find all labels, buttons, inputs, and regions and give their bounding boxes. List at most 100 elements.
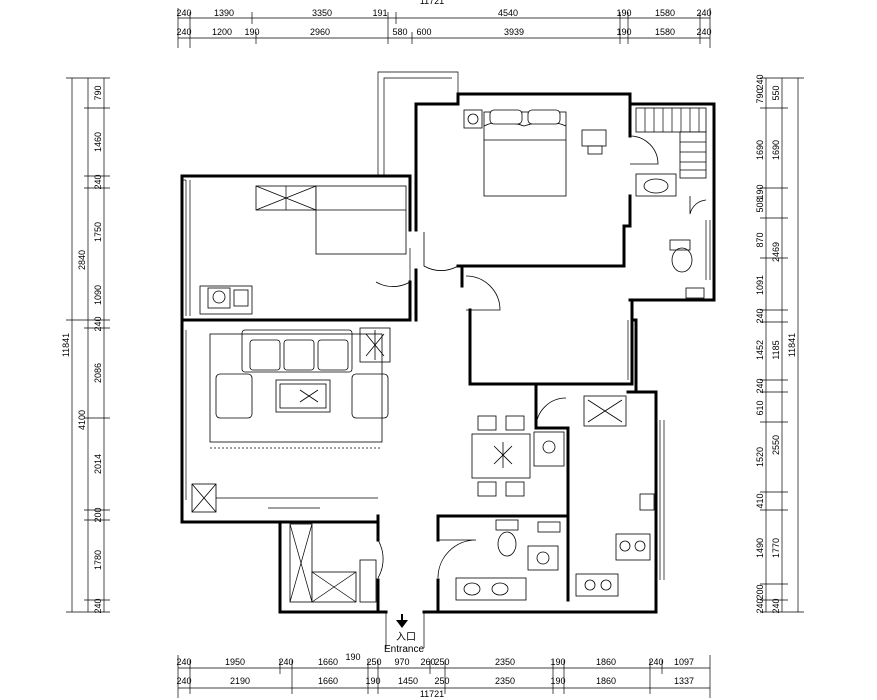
svg-text:2550: 2550 [771,435,781,455]
left-dimension-lines: 11841 2840 4100 790 1460 240 1750 1090 2… [61,77,110,614]
svg-text:190: 190 [616,27,631,37]
svg-text:11841: 11841 [61,333,71,357]
living-room-furniture [191,327,391,513]
entrance-label-cn: 入口 [396,632,416,643]
svg-text:240: 240 [176,657,191,667]
svg-text:1660: 1660 [318,657,338,667]
svg-text:240: 240 [755,308,765,323]
svg-text:1450: 1450 [398,676,418,686]
svg-text:1091: 1091 [755,275,765,295]
svg-text:1097: 1097 [674,657,694,667]
svg-text:240: 240 [93,598,103,613]
svg-text:1770: 1770 [771,538,781,558]
kitchen-fixtures [575,395,655,597]
windows [181,180,711,580]
svg-text:2014: 2014 [93,454,103,474]
svg-text:790: 790 [93,85,103,100]
svg-text:508: 508 [755,197,765,212]
svg-text:610: 610 [755,400,765,415]
svg-text:970: 970 [394,657,409,667]
svg-text:1860: 1860 [596,676,616,686]
svg-text:240: 240 [696,8,711,18]
svg-text:1860: 1860 [596,657,616,667]
svg-text:200: 200 [93,507,103,522]
bottom-total-dim: 11721 [420,689,444,699]
svg-text:240: 240 [771,598,781,613]
svg-text:2469: 2469 [771,242,781,262]
svg-text:4100: 4100 [77,410,87,430]
top-total-dim: 11721 [420,0,444,6]
svg-text:1660: 1660 [318,676,338,686]
left-bedroom-furniture [199,185,407,315]
svg-text:1580: 1580 [655,8,675,18]
svg-text:240: 240 [755,378,765,393]
svg-text:240: 240 [176,8,191,18]
svg-text:190: 190 [550,676,565,686]
svg-text:190: 190 [345,652,360,662]
svg-text:1337: 1337 [674,676,694,686]
svg-text:1520: 1520 [755,447,765,467]
svg-text:250: 250 [434,657,449,667]
svg-text:1950: 1950 [225,657,245,667]
svg-text:240: 240 [93,316,103,331]
svg-text:1690: 1690 [755,140,765,160]
svg-text:2350: 2350 [495,657,515,667]
svg-text:1750: 1750 [93,222,103,242]
svg-text:790: 790 [755,88,765,103]
svg-text:240: 240 [93,174,103,189]
svg-text:1452: 1452 [755,340,765,360]
svg-text:3939: 3939 [504,27,524,37]
svg-text:190: 190 [755,184,765,199]
svg-text:250: 250 [434,676,449,686]
svg-text:191: 191 [372,8,387,18]
bottom-dimension-lines: 240 1950 240 1660 190 250 970 260 250 23… [176,652,711,699]
svg-text:240: 240 [278,657,293,667]
doors [375,135,707,579]
svg-text:1390: 1390 [214,8,234,18]
svg-text:1090: 1090 [93,285,103,305]
right-dimension-lines: 11841 550 1690 2469 1185 2550 1770 240 2… [755,74,804,614]
entrance-label-en: Entrance [384,644,424,655]
svg-text:4540: 4540 [498,8,518,18]
svg-text:2960: 2960 [310,27,330,37]
master-bath-fixtures [635,173,705,299]
storage-cabinets [289,523,377,603]
svg-text:410: 410 [755,493,765,508]
entrance-marker: 入口 Entrance [384,612,424,655]
svg-text:11841: 11841 [787,333,797,357]
svg-text:1690: 1690 [771,140,781,160]
svg-text:2350: 2350 [495,676,515,686]
svg-text:250: 250 [366,657,381,667]
top-dimension-lines: 11721 240 1390 3350 191 4540 190 1580 24… [176,0,712,48]
svg-text:1460: 1460 [93,132,103,152]
interior-walls [180,102,658,614]
svg-text:2086: 2086 [93,363,103,383]
svg-text:190: 190 [550,657,565,667]
svg-text:190: 190 [616,8,631,18]
svg-text:1490: 1490 [755,538,765,558]
svg-text:1780: 1780 [93,550,103,570]
svg-text:550: 550 [771,85,781,100]
svg-text:1185: 1185 [771,340,781,359]
svg-text:2190: 2190 [230,676,250,686]
svg-text:1200: 1200 [212,27,232,37]
svg-text:240: 240 [176,676,191,686]
svg-text:240: 240 [696,27,711,37]
svg-text:240: 240 [755,598,765,613]
dining-furniture [471,415,565,497]
svg-text:580: 580 [392,27,407,37]
svg-text:1580: 1580 [655,27,675,37]
svg-text:260: 260 [420,657,435,667]
svg-text:3350: 3350 [312,8,332,18]
svg-text:190: 190 [365,676,380,686]
svg-text:240: 240 [176,27,191,37]
svg-text:240: 240 [648,657,663,667]
svg-text:600: 600 [416,27,431,37]
svg-text:2840: 2840 [77,250,87,270]
master-bedroom-furniture [463,107,707,197]
svg-text:240: 240 [755,74,765,89]
svg-text:870: 870 [755,232,765,247]
svg-text:190: 190 [244,27,259,37]
small-bath-fixtures [455,519,561,601]
